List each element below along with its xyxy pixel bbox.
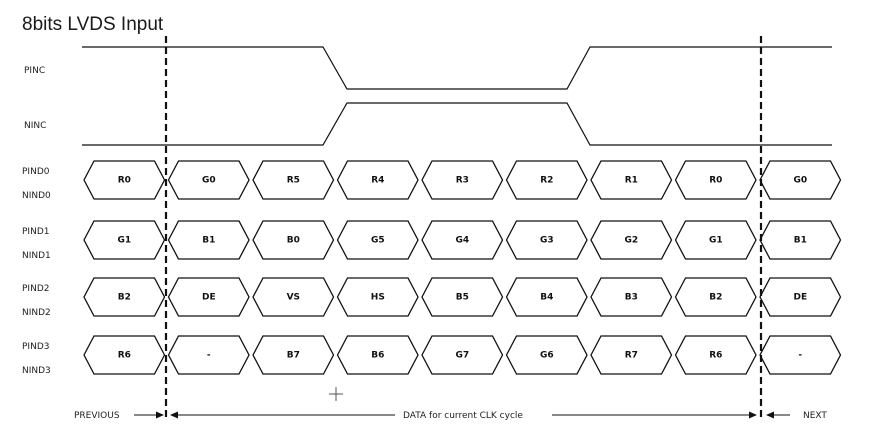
bit-cell [83,160,166,200]
lane-p-label: PIND1 [22,227,49,237]
bit-cell-label: B1 [794,236,807,246]
bit-cell-label: B3 [625,293,638,303]
bit-cell [252,220,335,260]
lane-n-label: NIND0 [22,191,51,201]
data-right-arrowhead-icon [749,411,757,419]
bit-cell [83,220,166,260]
bit-cell [167,335,250,375]
bit-cell [674,220,757,260]
bit-cell-label: B2 [118,293,131,303]
bit-cell [83,335,166,375]
bit-cell [421,160,504,200]
bit-cell-label: HS [371,293,385,303]
bit-cell-label: R1 [625,176,638,186]
bit-cell [336,220,419,260]
bit-cell [421,277,504,317]
bit-cell-label: B5 [456,293,469,303]
bit-cell-label: - [207,351,211,361]
data-left-arrowhead-icon [170,411,178,419]
bit-cell-label: B2 [709,293,722,303]
bit-cell-label: G2 [624,236,638,246]
bit-cell-label: R6 [118,351,131,361]
bit-cell-label: DE [793,293,807,303]
bit-cell [505,220,588,260]
bit-cell [252,160,335,200]
bit-cell-label: G0 [202,176,216,186]
bit-cell-label: G3 [540,236,554,246]
bit-cell-label: R2 [540,176,553,186]
bit-cell [252,277,335,317]
bit-cell [421,335,504,375]
bit-cell-label: R0 [118,176,131,186]
bit-cell [421,220,504,260]
bit-cell-label: G4 [455,236,469,246]
bit-cell-label: G7 [455,351,469,361]
next-label: NEXT [803,411,827,421]
bit-cell-label: B6 [371,351,384,361]
bit-cell [167,220,250,260]
bit-cell-label: DE [202,293,216,303]
bit-cell [590,277,673,317]
bit-cell [505,160,588,200]
bit-cell-label: R5 [287,176,300,186]
bit-cell-label: B7 [287,351,300,361]
bit-cell [505,335,588,375]
data-cycle-label: DATA for current CLK cycle [403,411,523,421]
bit-cell [759,160,842,200]
bit-cell [759,220,842,260]
bit-cell [590,160,673,200]
bit-cell [336,160,419,200]
lane-p-label: PIND3 [22,342,49,352]
lane-p-label: PIND0 [22,167,50,177]
pinc-waveform [82,46,832,90]
bit-cell [759,277,842,317]
bit-cell [674,335,757,375]
diagram-title: 8bits LVDS Input [22,14,164,35]
bit-cell-label: B4 [540,293,553,303]
bit-cell-label: G6 [540,351,554,361]
bit-cell-label: B1 [202,236,215,246]
bit-cell-label: R0 [709,176,722,186]
lane-n-label: NIND2 [22,308,51,318]
bit-cell-label: R4 [371,176,384,186]
pinc-label: PINC [24,66,45,76]
previous-label: PREVIOUS [74,411,120,421]
bit-cell [252,335,335,375]
ninc-waveform [82,102,832,146]
bit-cell-label: G1 [709,236,723,246]
bit-cell-label: G1 [117,236,131,246]
lane-n-label: NIND3 [22,366,51,376]
bit-cell-label: VS [287,293,300,303]
bit-cell [674,277,757,317]
bit-cell [167,277,250,317]
next-arrowhead-icon [766,411,774,419]
bit-cell-label: R7 [625,351,638,361]
lane-n-label: NIND1 [22,251,51,261]
previous-arrowhead-icon [156,411,164,419]
crosshair-cursor-icon [329,387,343,401]
bit-cell [505,277,588,317]
bit-cell-label: - [798,351,802,361]
bit-cell [336,335,419,375]
bit-cell-label: B0 [287,236,300,246]
bit-cell [83,277,166,317]
bit-cell [590,220,673,260]
bit-cell [759,335,842,375]
bit-cell [590,335,673,375]
lane-p-label: PIND2 [22,284,49,294]
bit-cell [336,277,419,317]
ninc-label: NINC [24,121,46,131]
bit-cell [674,160,757,200]
bit-cell-label: R3 [456,176,469,186]
bit-cell-label: G0 [793,176,807,186]
bit-cell [167,160,250,200]
bit-cell-label: G5 [371,236,385,246]
bit-cell-label: R6 [709,351,722,361]
